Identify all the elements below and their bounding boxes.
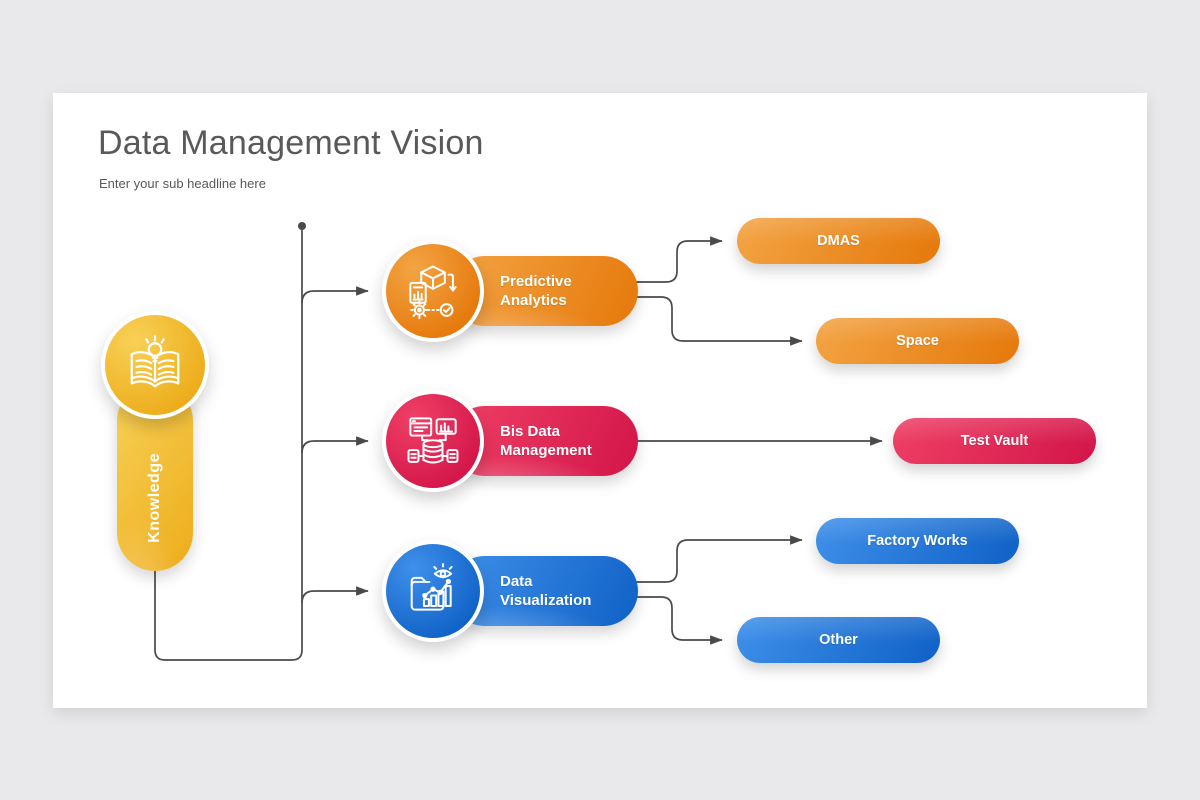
- leaf-label: Test Vault: [960, 433, 1029, 449]
- leaf-node-test-vault[interactable]: Test Vault: [893, 418, 1096, 464]
- root-node-label: Knowledge: [146, 453, 163, 543]
- page-title: Data Management Vision: [98, 124, 484, 162]
- page-subtitle: Enter your sub headline here: [99, 176, 266, 191]
- branch-circle-bis-data-management[interactable]: [382, 390, 484, 492]
- branch-label-line: Data: [500, 573, 533, 590]
- leaf-node-factory-works[interactable]: Factory Works: [816, 518, 1019, 564]
- leaf-node-space[interactable]: Space: [816, 318, 1019, 364]
- branch-label-line: Bis Data: [500, 423, 561, 440]
- leaf-node-dmas[interactable]: DMAS: [737, 218, 940, 264]
- leaf-label: Factory Works: [867, 533, 968, 549]
- branch-label-data-visualization: Data Visualization: [500, 572, 632, 610]
- branch-circle-data-visualization[interactable]: [382, 540, 484, 642]
- branch-label-line: Visualization: [500, 592, 592, 609]
- branch-circle-predictive-analytics[interactable]: [382, 240, 484, 342]
- leaf-label: DMAS: [817, 233, 860, 249]
- leaf-label: Space: [896, 333, 939, 349]
- branch-label-predictive-analytics: Predictive Analytics: [500, 272, 632, 310]
- folder-chart-eye-icon: [404, 562, 462, 620]
- database-network-icon: [404, 412, 462, 470]
- open-book-lightbulb-icon: [124, 334, 186, 396]
- branch-label-line: Management: [500, 442, 592, 459]
- branch-label-line: Predictive: [500, 273, 572, 290]
- cube-gear-checklist-icon: [404, 262, 462, 320]
- root-node-circle[interactable]: [101, 311, 209, 419]
- branch-label-line: Analytics: [500, 292, 567, 309]
- branch-label-bis-data-management: Bis Data Management: [500, 422, 632, 460]
- leaf-node-other[interactable]: Other: [737, 617, 940, 663]
- leaf-label: Other: [819, 632, 858, 648]
